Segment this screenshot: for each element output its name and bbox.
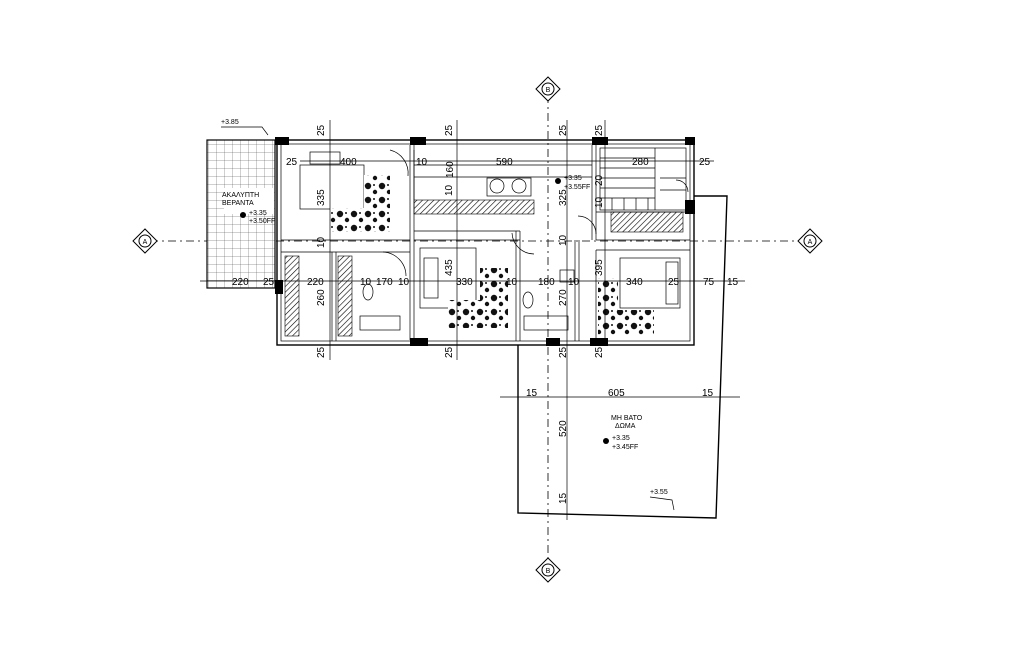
roof-level-2: +3.45FF bbox=[612, 444, 638, 451]
svg-text:25: 25 bbox=[444, 346, 455, 358]
section-label-a-left: A bbox=[143, 239, 148, 246]
svg-text:180: 180 bbox=[538, 277, 555, 288]
svg-text:160: 160 bbox=[445, 161, 456, 178]
svg-text:335: 335 bbox=[316, 189, 327, 206]
bed-right bbox=[619, 257, 681, 309]
roof-title: ΜΗ ΒΑΤΟ bbox=[611, 415, 643, 422]
bathtub bbox=[359, 315, 401, 331]
svg-text:25: 25 bbox=[286, 157, 298, 168]
top-left-level: +3.85 bbox=[221, 119, 239, 126]
svg-text:220: 220 bbox=[232, 277, 249, 288]
hob-icon bbox=[489, 178, 505, 194]
stair-level-2: +3.55FF bbox=[564, 184, 590, 191]
veranda-level-1: +3.35 bbox=[249, 210, 267, 217]
section-label-b-top: B bbox=[546, 87, 551, 94]
staircase bbox=[599, 147, 687, 211]
svg-text:10: 10 bbox=[444, 184, 455, 196]
roof-level-1: +3.35 bbox=[612, 435, 630, 442]
veranda-level-2: +3.50FF bbox=[249, 218, 275, 225]
svg-text:25: 25 bbox=[699, 157, 711, 168]
bed-left bbox=[299, 164, 365, 210]
svg-text:10: 10 bbox=[416, 157, 428, 168]
roof-terrace-outline bbox=[517, 195, 728, 519]
svg-text:25: 25 bbox=[594, 346, 605, 358]
svg-text:330: 330 bbox=[456, 277, 473, 288]
svg-text:270: 270 bbox=[558, 289, 569, 306]
roof-subtitle: ΔΩΜΑ bbox=[615, 423, 636, 430]
hob-icon-2 bbox=[511, 178, 527, 194]
section-marker-b-bottom: B bbox=[535, 557, 561, 583]
main-outline bbox=[276, 139, 695, 346]
svg-text:25: 25 bbox=[444, 124, 455, 136]
section-label-a-right: A bbox=[808, 239, 813, 246]
svg-text:25: 25 bbox=[594, 124, 605, 136]
svg-text:400: 400 bbox=[340, 157, 357, 168]
svg-text:220: 220 bbox=[307, 277, 324, 288]
level-marker-roof bbox=[603, 438, 609, 444]
kitchen-counter bbox=[413, 199, 535, 215]
svg-text:435: 435 bbox=[444, 259, 455, 276]
level-marker-veranda bbox=[240, 212, 246, 218]
svg-text:260: 260 bbox=[316, 289, 327, 306]
section-marker-b-top: B bbox=[535, 76, 561, 102]
svg-text:10: 10 bbox=[506, 277, 518, 288]
svg-text:325: 325 bbox=[558, 189, 569, 206]
svg-text:25: 25 bbox=[558, 124, 569, 136]
svg-text:15: 15 bbox=[702, 388, 714, 399]
svg-text:15: 15 bbox=[558, 492, 569, 504]
svg-text:25: 25 bbox=[263, 277, 275, 288]
svg-text:15: 15 bbox=[727, 277, 739, 288]
svg-text:25: 25 bbox=[558, 346, 569, 358]
svg-text:75: 75 bbox=[703, 277, 715, 288]
svg-text:25: 25 bbox=[668, 277, 680, 288]
svg-text:395: 395 bbox=[594, 259, 605, 276]
svg-text:20: 20 bbox=[594, 174, 605, 186]
svg-text:605: 605 bbox=[608, 388, 625, 399]
svg-text:10: 10 bbox=[568, 277, 580, 288]
svg-text:340: 340 bbox=[626, 277, 643, 288]
svg-text:520: 520 bbox=[558, 420, 569, 437]
dimension-labels: 25 25 25 25 400 25 10 160 590 280 25 335… bbox=[232, 124, 739, 504]
svg-text:10: 10 bbox=[316, 236, 327, 248]
veranda-subtitle: ΒΕΡΑΝΤΑ bbox=[222, 200, 254, 207]
svg-text:590: 590 bbox=[496, 157, 513, 168]
svg-text:10: 10 bbox=[558, 234, 569, 246]
dimension-lines bbox=[200, 120, 745, 520]
svg-text:10: 10 bbox=[398, 277, 410, 288]
svg-text:280: 280 bbox=[632, 157, 649, 168]
veranda-title: ΑΚΑΛΥΠΤΗ bbox=[222, 192, 259, 199]
svg-text:25: 25 bbox=[316, 346, 327, 358]
svg-text:15: 15 bbox=[526, 388, 538, 399]
section-label-b-bottom: B bbox=[546, 568, 551, 575]
roof-edge-level: +3.55 bbox=[650, 489, 668, 496]
toilet-icon bbox=[362, 283, 374, 301]
section-marker-a-left: A bbox=[132, 228, 158, 254]
stair-level-1: +3.35 bbox=[564, 175, 582, 182]
svg-text:170: 170 bbox=[376, 277, 393, 288]
svg-text:25: 25 bbox=[316, 124, 327, 136]
svg-text:10: 10 bbox=[594, 196, 605, 208]
level-marker-stair bbox=[555, 178, 561, 184]
svg-text:10: 10 bbox=[360, 277, 372, 288]
toilet-icon-2 bbox=[522, 291, 534, 309]
section-marker-a-right: A bbox=[797, 228, 823, 254]
